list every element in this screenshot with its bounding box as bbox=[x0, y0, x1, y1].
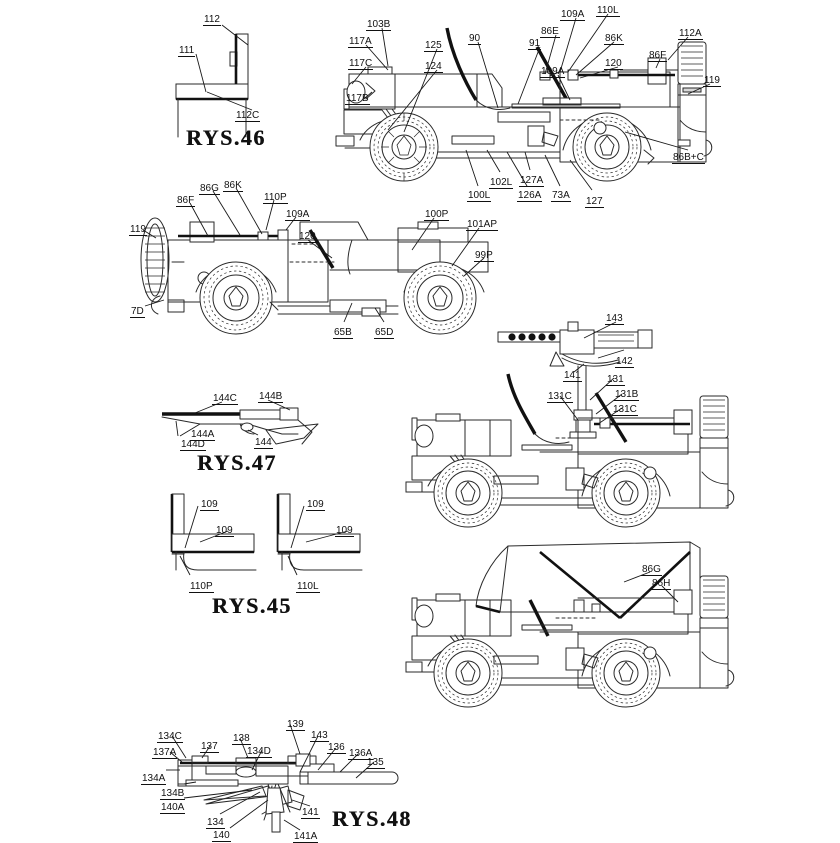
part-callout-101ap: 101AP bbox=[466, 219, 498, 231]
part-callout-110p: 110P bbox=[263, 192, 288, 204]
part-callout-86h: 86H bbox=[651, 578, 671, 590]
part-callout-131: 131 bbox=[606, 374, 625, 386]
part-callout-100p: 100P bbox=[424, 209, 449, 221]
figure-title-rys46: RYS.46 bbox=[186, 125, 266, 151]
part-callout-138: 138 bbox=[232, 733, 251, 745]
part-callout-142: 142 bbox=[615, 356, 634, 368]
figure-title-rys48: RYS.48 bbox=[332, 806, 412, 832]
part-callout-134d: 134D bbox=[246, 746, 272, 758]
part-callout-65b: 65B bbox=[333, 327, 353, 339]
part-callout-86k: 86K bbox=[223, 180, 243, 192]
figure-jeep-canvas-top bbox=[406, 542, 734, 707]
part-callout-140a: 140A bbox=[160, 802, 185, 814]
part-callout-7d: 7D bbox=[130, 306, 145, 318]
part-callout-65d: 65D bbox=[374, 327, 394, 339]
part-callout-86g: 86G bbox=[199, 183, 220, 195]
part-callout-137: 137 bbox=[200, 741, 219, 753]
part-callout-100l: 100L bbox=[467, 190, 491, 202]
part-callout-102l: 102L bbox=[489, 177, 513, 189]
part-callout-112c: 112C bbox=[235, 110, 260, 122]
figure-rys47-rifle: RYS.47 bbox=[162, 400, 318, 444]
part-callout-111: 111 bbox=[178, 45, 195, 57]
part-callout-112a: 112A bbox=[678, 28, 703, 40]
part-callout-99p: 99P bbox=[474, 250, 494, 262]
part-callout-117a: 117A bbox=[348, 36, 373, 48]
part-callout-140: 140 bbox=[212, 830, 231, 842]
part-callout-124: 124 bbox=[424, 61, 443, 73]
part-callout-109: 109 bbox=[215, 525, 234, 537]
figure-title-rys45: RYS.45 bbox=[212, 593, 292, 619]
part-callout-120: 120 bbox=[604, 58, 623, 70]
part-callout-144b: 144B bbox=[258, 391, 283, 403]
part-callout-139: 139 bbox=[286, 719, 305, 731]
part-callout-141: 141 bbox=[301, 807, 320, 819]
part-callout-126a: 126A bbox=[517, 190, 542, 202]
part-callout-134: 134 bbox=[206, 817, 225, 829]
part-callout-141a: 141A bbox=[293, 831, 318, 843]
part-callout-109: 109 bbox=[335, 525, 354, 537]
part-callout-135: 135 bbox=[366, 757, 385, 769]
part-callout-109a: 109A bbox=[540, 66, 565, 78]
part-callout-134b: 134B bbox=[160, 788, 185, 800]
part-callout-103b: 103B bbox=[366, 19, 391, 31]
part-callout-131b: 131B bbox=[614, 389, 639, 401]
figure-jeep-top bbox=[336, 14, 712, 190]
part-callout-143: 143 bbox=[605, 313, 624, 325]
part-callout-86k: 86K bbox=[604, 33, 624, 45]
figure-title-rys47: RYS.47 bbox=[197, 450, 277, 476]
part-callout-109: 109 bbox=[306, 499, 325, 511]
part-callout-127: 127 bbox=[585, 196, 604, 208]
part-callout-131c: 131C bbox=[612, 404, 638, 416]
part-callout-134c: 134C bbox=[157, 731, 183, 743]
part-callout-119: 119 bbox=[703, 75, 721, 87]
part-callout-91: 91 bbox=[528, 38, 541, 50]
part-callout-86bplusc: 86B+C bbox=[672, 152, 705, 164]
part-callout-144c: 144C bbox=[212, 393, 238, 405]
part-callout-86f: 86F bbox=[648, 50, 667, 62]
part-callout-137a: 137A bbox=[152, 747, 177, 759]
part-callout-90: 90 bbox=[468, 33, 481, 45]
part-callout-86g: 86G bbox=[641, 564, 662, 576]
part-callout-109a: 109A bbox=[560, 9, 585, 21]
part-callout-117c: 117C bbox=[348, 58, 373, 70]
part-callout-131c: 131C bbox=[547, 391, 573, 403]
part-callout-119: 119 bbox=[129, 224, 147, 236]
part-callout-112: 112 bbox=[203, 14, 221, 26]
figure-jeep-machinegun bbox=[406, 322, 734, 527]
part-callout-109: 109 bbox=[200, 499, 219, 511]
part-callout-143: 143 bbox=[310, 730, 329, 742]
part-callout-110l: 110L bbox=[296, 581, 320, 593]
part-callout-109a: 109A bbox=[285, 209, 310, 221]
part-callout-136: 136 bbox=[327, 742, 346, 754]
part-callout-134a: 134A bbox=[141, 773, 166, 785]
part-callout-125: 125 bbox=[424, 40, 443, 52]
part-callout-110p: 110P bbox=[189, 581, 214, 593]
part-callout-144: 144 bbox=[254, 437, 273, 449]
part-callout-120: 120 bbox=[298, 231, 317, 243]
part-callout-110l: 110L bbox=[596, 5, 620, 17]
part-callout-127a: 127A bbox=[519, 175, 544, 187]
part-callout-86e: 86E bbox=[540, 26, 560, 38]
part-callout-141: 141 bbox=[563, 370, 582, 382]
part-callout-73a: 73A bbox=[551, 190, 571, 202]
part-callout-86f: 86F bbox=[176, 195, 195, 207]
part-callout-117b: 117B bbox=[345, 93, 370, 105]
